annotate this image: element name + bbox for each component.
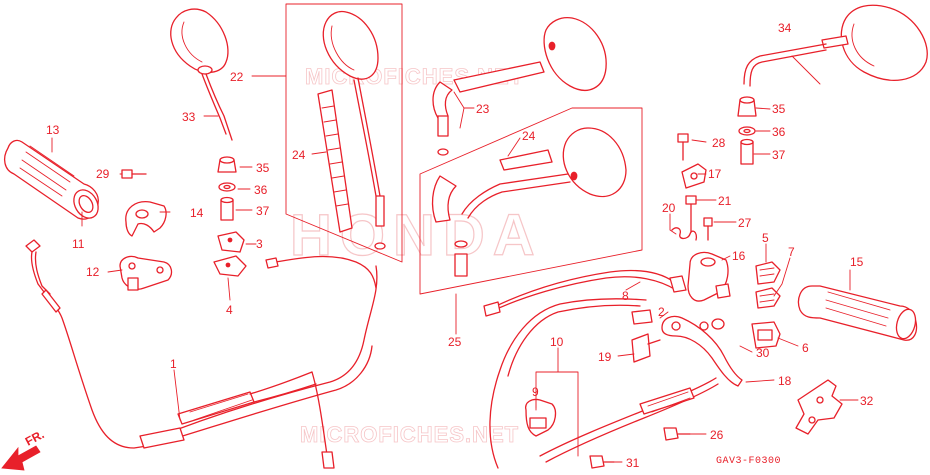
brake-rod [539,377,719,463]
bolt-31 [589,455,615,469]
label-19: 19 [598,350,612,364]
label-18: 18 [778,374,792,388]
right-grip [797,285,918,341]
label-27: 27 [738,216,752,230]
label-22: 22 [230,70,244,84]
label-37a: 37 [256,204,270,218]
label-29: 29 [96,167,110,181]
clamp-upper [125,201,167,237]
screw-29 [121,169,147,179]
label-37b: 37 [772,148,786,162]
label-33: 33 [182,110,196,124]
label-31: 31 [626,456,640,470]
label-1: 1 [170,357,177,371]
mirror-assembly-box [285,3,403,263]
bolt-21 [685,195,697,233]
label-34: 34 [778,21,792,35]
label-23: 23 [476,102,490,116]
label-14: 14 [190,206,204,220]
part-number-labels: 13 11 12 14 29 33 35 36 37 3 4 1 22 24 2… [46,21,874,470]
bolt-28 [677,133,689,161]
label-28: 28 [712,136,726,150]
label-2: 2 [658,305,665,319]
label-35b: 35 [772,102,786,116]
label-12: 12 [86,265,100,279]
label-16: 16 [732,249,746,263]
mirror-fittings-left [217,156,237,221]
switch-19 [631,333,661,363]
switch-5 [755,261,781,285]
label-17: 17 [708,167,722,181]
label-10: 10 [550,335,564,349]
spring-20 [671,227,698,241]
label-5: 5 [762,231,769,245]
front-direction-arrow: FR. [1,427,47,471]
watermark-brand: HONDA [290,203,543,268]
label-21: 21 [718,194,732,208]
front-direction-label: FR. [23,427,47,448]
switch-7 [755,287,781,309]
label-36a: 36 [254,183,268,197]
label-8: 8 [622,289,629,303]
bolt-26 [663,427,691,441]
leader-lines [51,55,859,463]
holder-lower [119,255,173,291]
right-mirror [743,4,928,87]
label-30: 30 [756,346,770,360]
watermark-site-bottom: MICROFICHES.NET [300,422,519,447]
label-7: 7 [788,245,795,259]
label-11: 11 [72,237,85,251]
label-15: 15 [850,255,864,269]
diagram-code: GAV3-F0300 [716,456,781,467]
mirror-fittings-right [737,96,757,165]
label-9: 9 [532,385,539,399]
lever-holder [687,251,731,302]
bracket-32 [795,379,843,435]
center-mirror-box [419,107,643,295]
label-35a: 35 [256,161,270,175]
clamp-9 [525,398,557,437]
label-20: 20 [662,201,676,215]
label-13: 13 [46,123,60,137]
label-26: 26 [710,428,724,442]
bolt-27 [703,217,713,241]
label-25: 25 [448,335,462,349]
left-grip [3,139,99,220]
label-32: 32 [860,394,874,408]
bracket-17 [681,163,707,189]
label-4: 4 [226,303,233,317]
switch-6 [751,321,781,349]
center-mirror-upper [432,16,607,156]
pivot-30 [699,318,725,331]
label-6: 6 [802,341,809,355]
switch-bracket [213,231,247,277]
brake-cable [483,269,687,469]
lever-2 [661,315,743,387]
label-3: 3 [256,237,263,251]
label-24a: 24 [292,148,306,162]
throttle-cable [25,239,378,469]
label-24b: 24 [522,129,536,143]
label-36b: 36 [772,125,786,139]
left-mirror [170,8,233,141]
